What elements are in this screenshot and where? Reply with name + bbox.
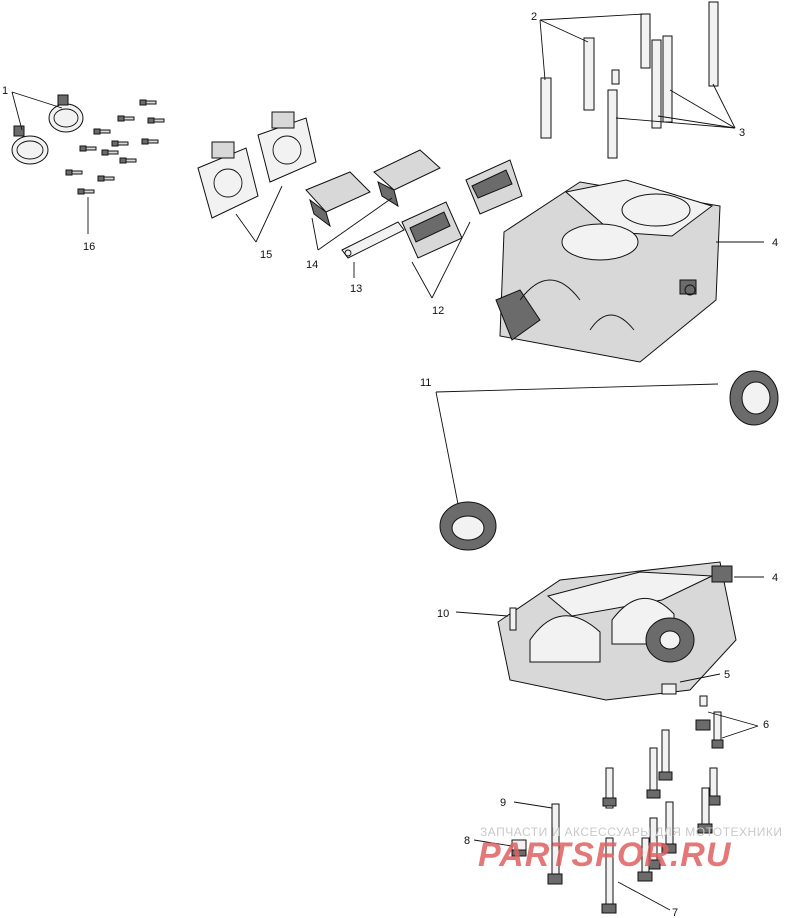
callout-12: 12 — [432, 305, 444, 317]
callout-4-upper: 4 — [772, 237, 778, 249]
lower-crankcase — [497, 561, 737, 701]
callout-8: 8 — [464, 835, 470, 847]
callout-6: 6 — [763, 719, 769, 731]
callout-7: 7 — [672, 907, 678, 918]
reed-blocks-14 — [305, 149, 441, 228]
watermark-brand: PARTSFOR.RU — [478, 836, 732, 874]
callout-13: 13 — [350, 283, 362, 295]
callout-11: 11 — [420, 377, 431, 389]
callout-14: 14 — [306, 259, 318, 271]
callout-15: 15 — [260, 249, 272, 261]
intake-adapters — [197, 111, 317, 219]
callout-16: 16 — [83, 241, 95, 253]
callout-5: 5 — [724, 669, 730, 681]
hose-clamps — [11, 94, 84, 165]
callout-4-lower: 4 — [772, 572, 778, 584]
crankcase-bolts — [511, 729, 721, 914]
callout-9: 9 — [500, 797, 506, 809]
short-bolts — [695, 695, 724, 749]
reed-cages-12 — [401, 159, 523, 259]
crank-seals — [439, 370, 779, 551]
watermark-tagline: ЗАПЧАСТИ И АКСЕССУАРЫ ДЛЯ МОТОТЕХНИКИ — [480, 825, 782, 839]
upper-crankcase — [495, 179, 721, 363]
callout-1: 1 — [2, 85, 8, 97]
screws — [65, 99, 165, 195]
fitting — [661, 683, 677, 695]
callout-2: 2 — [531, 11, 537, 23]
callout-3: 3 — [739, 127, 745, 139]
dowels-and-studs — [540, 1, 719, 159]
callout-10: 10 — [437, 608, 449, 620]
gasket-strip — [341, 221, 405, 259]
